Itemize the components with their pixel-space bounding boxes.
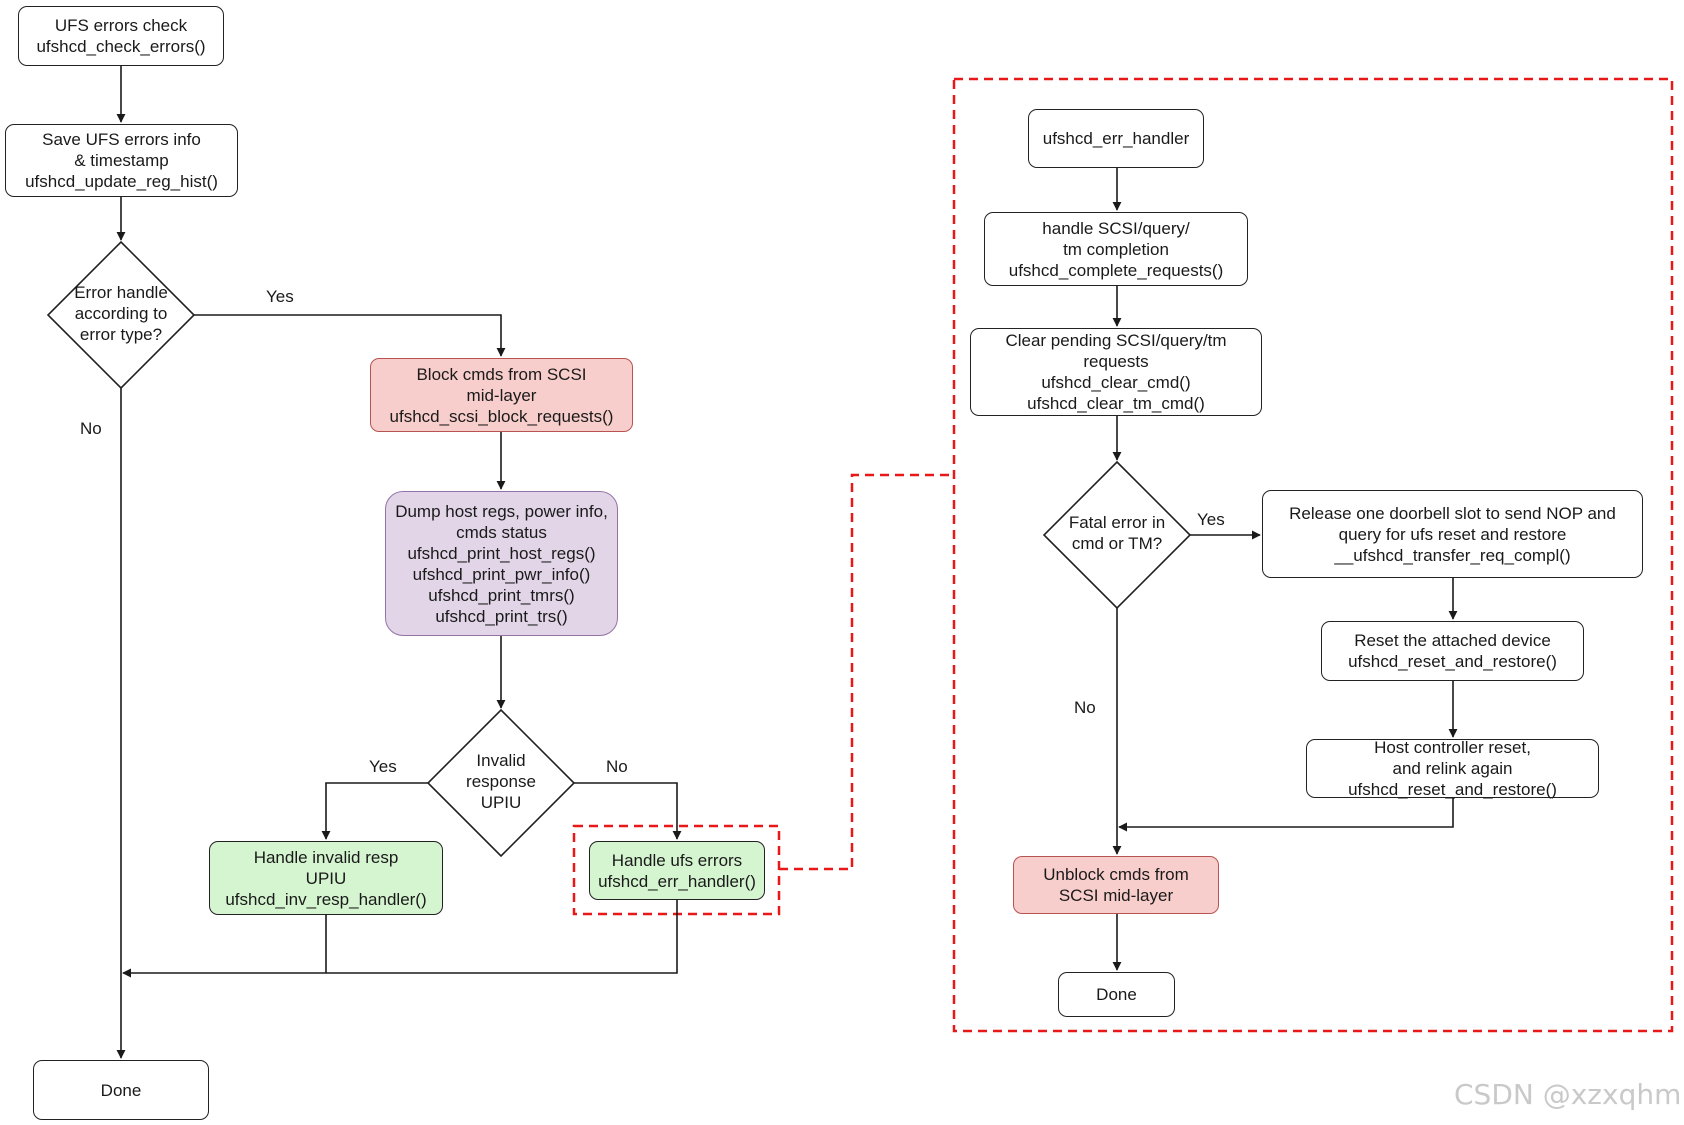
edge-errors-merge — [122, 900, 678, 978]
error-type-decision-label: Error handle according to error type? — [74, 283, 168, 344]
handle-invalid-resp-text: Handle invalid resp UPIU ufshcd_inv_resp… — [225, 847, 427, 909]
clear-pending-text: Clear pending SCSI/query/tm requests ufs… — [1005, 331, 1227, 413]
edge-label-no-invalid: No — [606, 757, 628, 776]
invalid-resp-decision-shape — [426, 708, 576, 858]
done-left-box: Done — [33, 1060, 209, 1120]
handle-ufs-errors-text: Handle ufs errors ufshcd_err_handler() — [598, 850, 756, 891]
unblock-cmds-text: Unblock cmds from SCSI mid-layer — [1043, 865, 1189, 905]
edge-label-yes-invalid: Yes — [369, 757, 397, 776]
host-reset-text: Host controller reset, and relink again … — [1348, 738, 1557, 799]
handle-ufs-errors-box: Handle ufs errors ufshcd_err_handler() — [589, 841, 765, 900]
reset-device-box: Reset the attached device ufshcd_reset_a… — [1321, 621, 1584, 681]
save-errors-info-box: Save UFS errors info & timestamp ufshcd_… — [5, 124, 238, 197]
done-right-text: Done — [1096, 985, 1137, 1004]
release-doorbell-text: Release one doorbell slot to send NOP an… — [1289, 503, 1616, 565]
host-reset-box: Host controller reset, and relink again … — [1306, 738, 1599, 799]
edge-label-yes-error-type: Yes — [266, 287, 294, 306]
unblock-cmds-box: Unblock cmds from SCSI mid-layer — [1013, 856, 1219, 914]
edge-host-merge — [1118, 798, 1454, 832]
release-doorbell-box: Release one doorbell slot to send NOP an… — [1262, 490, 1643, 578]
region-link-connector — [779, 473, 954, 871]
edge-label-no-error-type: No — [80, 419, 102, 438]
block-cmds-text: Block cmds from SCSI mid-layer ufshcd_sc… — [389, 364, 614, 426]
ufs-errors-check-text: UFS errors check ufshcd_check_errors() — [36, 16, 206, 56]
err-handler-region — [952, 77, 1674, 1033]
reset-device-text: Reset the attached device ufshcd_reset_a… — [1348, 631, 1557, 671]
save-errors-info-text: Save UFS errors info & timestamp ufshcd_… — [25, 130, 218, 191]
dump-host-regs-box: Dump host regs, power info, cmds status … — [385, 491, 618, 636]
err-handler-title-box: ufshcd_err_handler — [1028, 109, 1204, 168]
watermark-text: CSDN @xzxqhm — [1454, 1078, 1682, 1111]
dump-host-regs-text: Dump host regs, power info, cmds status … — [395, 501, 608, 626]
handle-invalid-resp-box: Handle invalid resp UPIU ufshcd_inv_resp… — [209, 841, 443, 915]
ufs-errors-check-box: UFS errors check ufshcd_check_errors() — [18, 6, 224, 66]
edge-decision-yes — [194, 314, 506, 357]
done-right-box: Done — [1058, 972, 1175, 1017]
edge-invalid-no — [574, 782, 682, 840]
handle-completion-box: handle SCSI/query/ tm completion ufshcd_… — [984, 212, 1248, 286]
edge-label-yes-fatal: Yes — [1197, 510, 1225, 529]
handle-completion-text: handle SCSI/query/ tm completion ufshcd_… — [1008, 218, 1224, 280]
done-left-text: Done — [100, 1080, 142, 1100]
block-cmds-box: Block cmds from SCSI mid-layer ufshcd_sc… — [370, 358, 633, 432]
clear-pending-box: Clear pending SCSI/query/tm requests ufs… — [970, 328, 1262, 416]
fatal-error-decision-label: Fatal error in cmd or TM? — [1068, 513, 1166, 553]
edge-invalid-yes — [321, 782, 428, 840]
err-handler-title-text: ufshcd_err_handler — [1042, 129, 1190, 148]
invalid-resp-decision-label: Invalid response UPIU — [466, 751, 536, 812]
edge-label-no-fatal: No — [1074, 698, 1096, 717]
